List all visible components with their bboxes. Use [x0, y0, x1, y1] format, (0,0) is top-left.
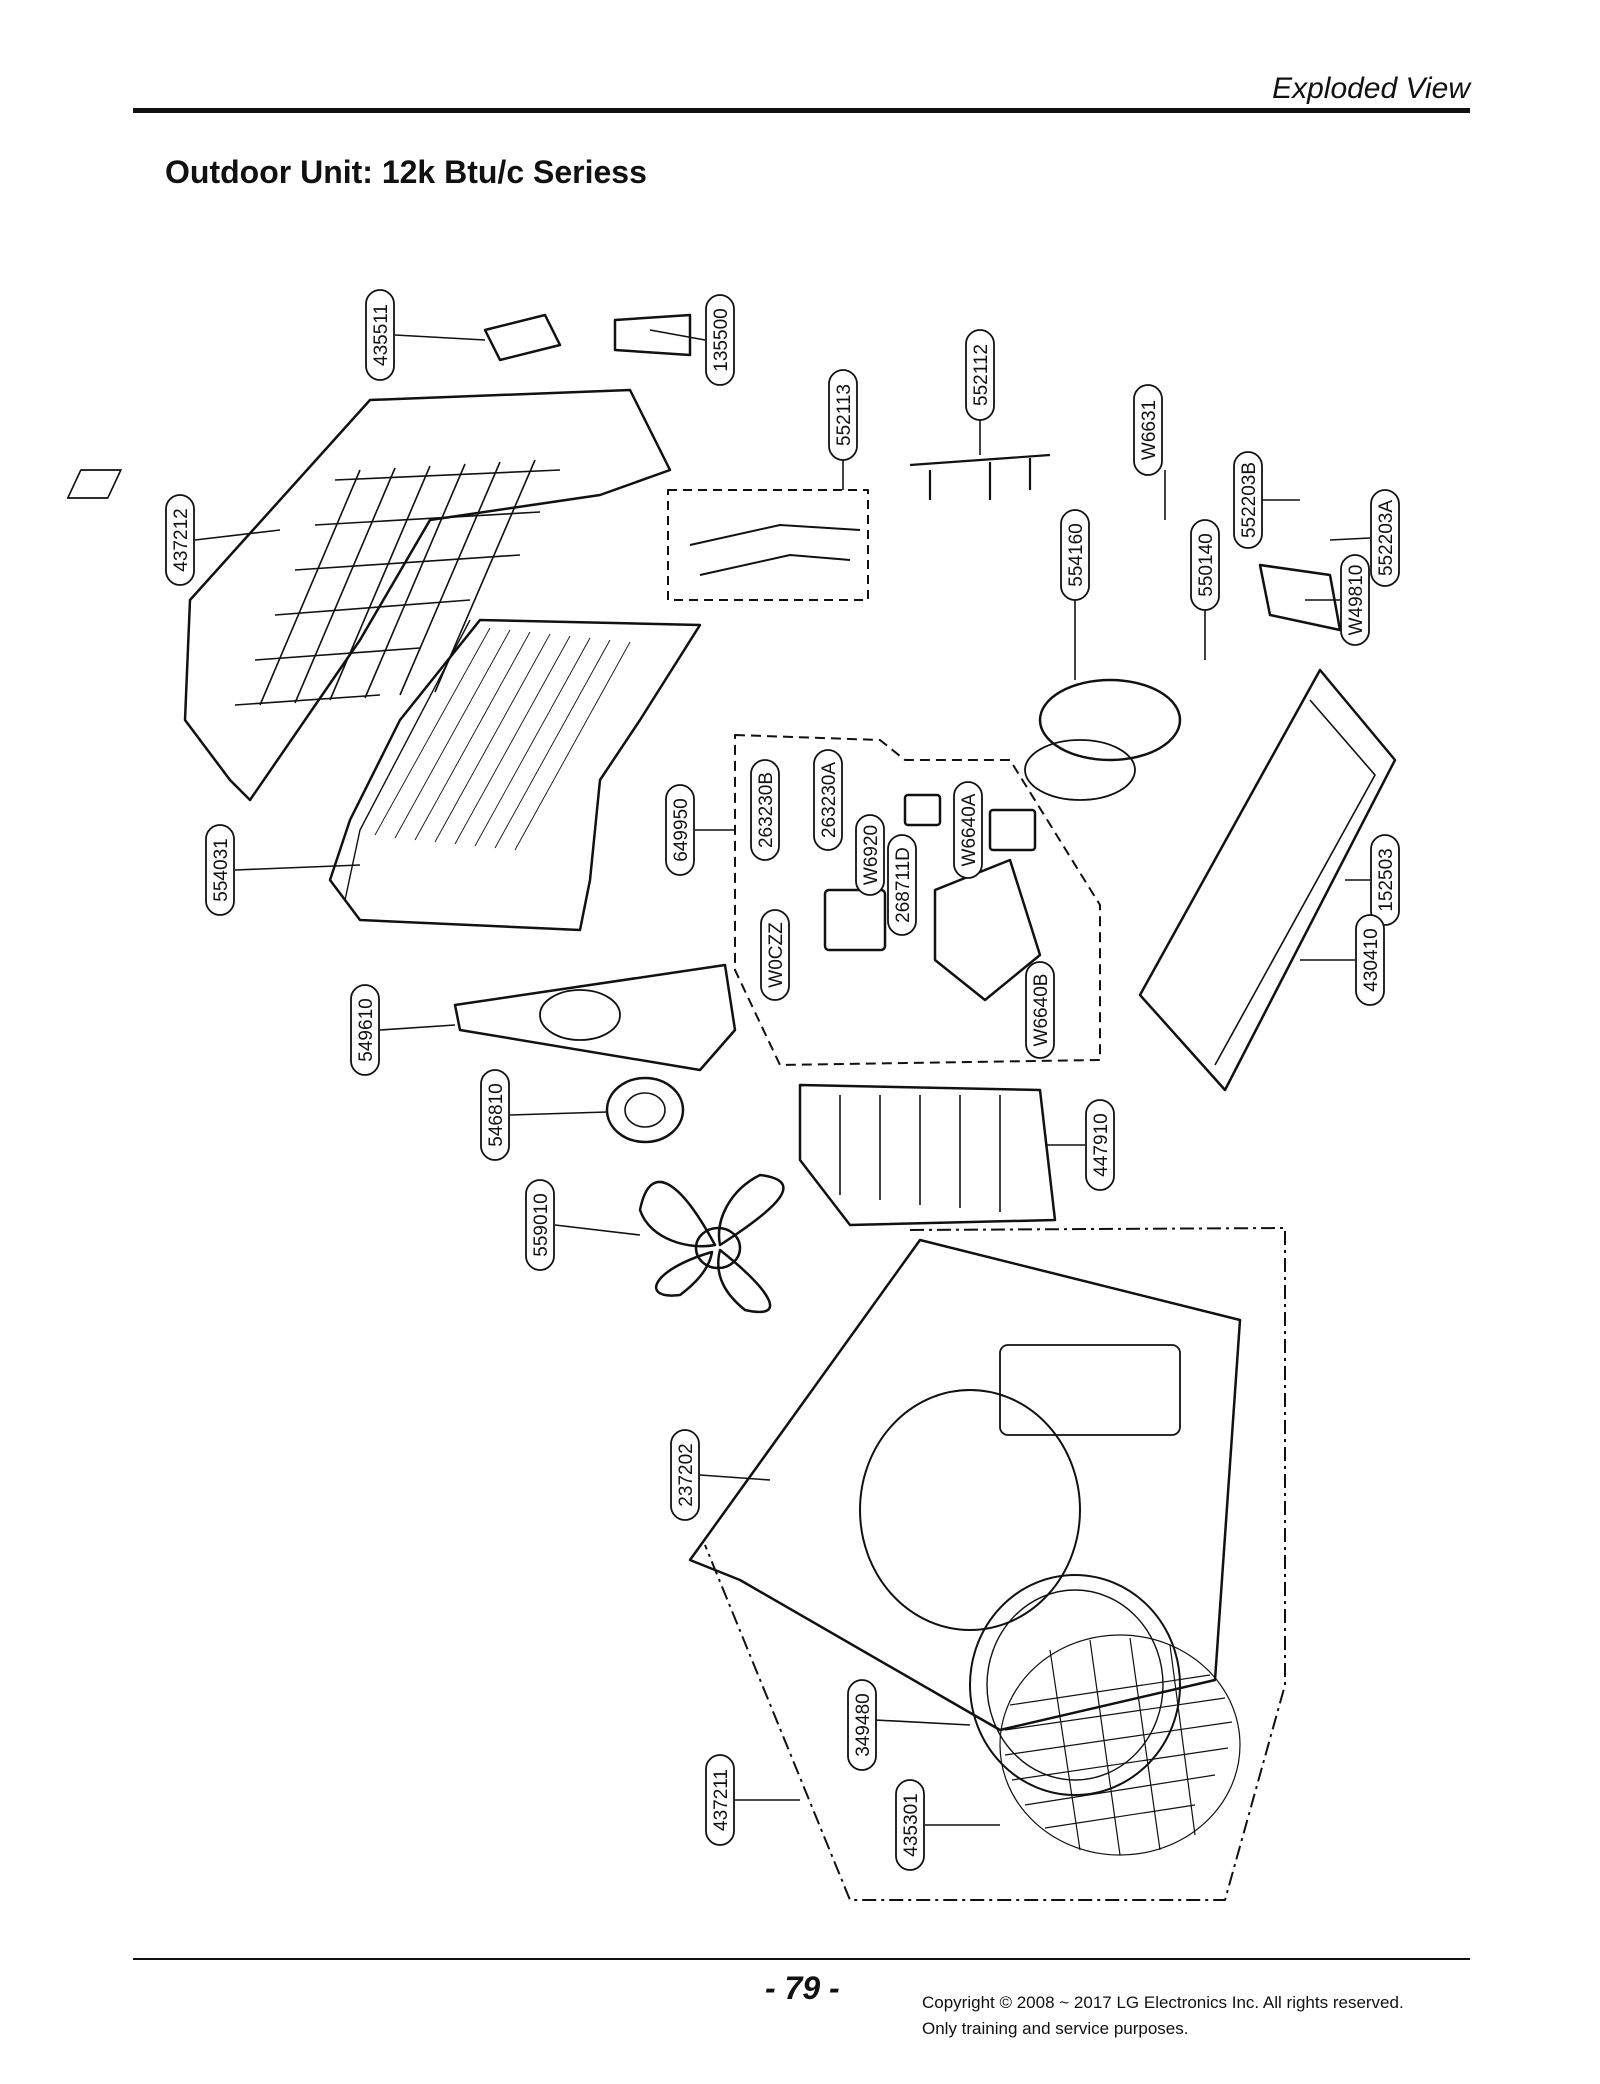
- callout-W6640B: W6640B: [1025, 961, 1055, 1059]
- side-panel: [1138, 668, 1397, 1092]
- reversing-valve-group: [667, 489, 869, 601]
- front-panel-group: [704, 1227, 1286, 1901]
- front-panel: [688, 1238, 1242, 1732]
- fan-motor: [605, 1076, 685, 1144]
- svg-text:268711D: 268711D: [893, 847, 914, 923]
- callout-435301: 435301: [895, 1779, 925, 1871]
- callout-552203A: 552203A: [1370, 489, 1400, 587]
- callout-649950: 649950: [665, 784, 695, 876]
- header-rule: [133, 108, 1470, 113]
- callout-437211: 437211: [705, 1754, 735, 1846]
- callout-W6640A: W6640A: [953, 781, 983, 879]
- svg-text:135500: 135500: [711, 308, 732, 371]
- top-cover-panel: [66, 388, 672, 802]
- copyright-line: Copyright © 2008 ~ 2017 LG Electronics I…: [922, 1993, 1404, 2012]
- control-box: [823, 793, 1042, 1002]
- copyright-notice: Copyright © 2008 ~ 2017 LG Electronics I…: [922, 1990, 1404, 2042]
- callout-W6631: W6631: [1133, 384, 1163, 476]
- callout-349480: 349480: [847, 1679, 877, 1771]
- svg-text:552113: 552113: [834, 384, 855, 446]
- reversing-valve: [689, 524, 861, 576]
- footer-rule: [133, 1958, 1470, 1960]
- fan-guard-ring: [969, 1574, 1181, 1796]
- callout-447910: 447910: [1085, 1099, 1115, 1191]
- svg-text:263230A: 263230A: [819, 762, 840, 838]
- condenser-coil: [328, 618, 702, 932]
- callout-559010: 559010: [525, 1179, 555, 1271]
- svg-text:554031: 554031: [211, 838, 232, 901]
- svg-text:W6640A: W6640A: [959, 793, 980, 866]
- svg-text:435511: 435511: [371, 304, 392, 366]
- discharge-pipe: [909, 453, 1051, 500]
- callout-W6920: W6920: [855, 814, 885, 896]
- svg-text:W6920: W6920: [861, 825, 882, 885]
- page-number: - 79 -: [765, 1970, 840, 2006]
- callout-430410: 430410: [1355, 914, 1385, 1006]
- svg-text:559010: 559010: [531, 1193, 552, 1256]
- callout-554031: 554031: [205, 824, 235, 916]
- callout-W0CZZ: W0CZZ: [760, 909, 790, 1001]
- svg-text:W6640B: W6640B: [1031, 974, 1052, 1047]
- callout-263230A: 263230A: [813, 749, 843, 851]
- svg-text:552112: 552112: [971, 344, 992, 406]
- front-grille: [999, 1634, 1241, 1856]
- callout-W49810: W49810: [1340, 554, 1370, 646]
- propeller-fan: [638, 1173, 785, 1314]
- svg-text:549610: 549610: [356, 998, 377, 1061]
- callout-152503: 152503: [1370, 834, 1400, 926]
- svg-text:237202: 237202: [676, 1443, 697, 1506]
- usage-note: Only training and service purposes.: [922, 2019, 1189, 2038]
- valve-cover: [613, 313, 692, 357]
- page-title: Outdoor Unit: 12k Btu/c Seriess: [165, 154, 647, 190]
- callout-268711D: 268711D: [887, 834, 917, 936]
- callout-263230B: 263230B: [750, 759, 780, 861]
- svg-text:437211: 437211: [711, 1769, 732, 1831]
- svg-text:152503: 152503: [1376, 848, 1397, 911]
- svg-text:430410: 430410: [1361, 928, 1382, 991]
- svg-text:263230B: 263230B: [756, 772, 777, 848]
- terminal-cover: [483, 313, 562, 362]
- leader-lines: [194, 329, 1371, 1826]
- svg-text:W6631: W6631: [1139, 400, 1160, 460]
- callout-437212: 437212: [165, 494, 195, 586]
- motor-bracket: [453, 963, 737, 1072]
- callout-135500: 135500: [705, 294, 735, 386]
- callout-550140: 550140: [1190, 519, 1220, 611]
- svg-text:552203B: 552203B: [1239, 462, 1260, 538]
- svg-text:649950: 649950: [671, 798, 692, 861]
- compressor: [1024, 678, 1182, 801]
- callout-552112: 552112: [965, 329, 995, 421]
- callout-549610: 549610: [350, 984, 380, 1076]
- control-box-group: [734, 734, 1101, 1066]
- svg-text:349480: 349480: [853, 1693, 874, 1756]
- svg-text:W49810: W49810: [1346, 565, 1367, 636]
- valve-plate: [1258, 563, 1342, 632]
- part-callouts: 435511 135500 552113 552112 W6631 552203…: [165, 289, 1400, 1871]
- svg-text:554160: 554160: [1066, 523, 1087, 586]
- base-pan: [798, 1083, 1057, 1227]
- callout-546810: 546810: [480, 1069, 510, 1161]
- svg-text:435301: 435301: [901, 1793, 922, 1856]
- callout-435511: 435511: [365, 289, 395, 381]
- svg-text:W0CZZ: W0CZZ: [766, 922, 787, 988]
- top-cover-grille: [234, 459, 561, 706]
- svg-text:552203A: 552203A: [1376, 500, 1397, 576]
- section-header: Exploded View: [1272, 72, 1470, 105]
- svg-text:447910: 447910: [1091, 1113, 1112, 1176]
- callout-237202: 237202: [670, 1429, 700, 1521]
- svg-text:437212: 437212: [171, 508, 192, 571]
- callout-554160: 554160: [1060, 509, 1090, 601]
- svg-text:550140: 550140: [1196, 533, 1217, 596]
- svg-text:546810: 546810: [486, 1083, 507, 1146]
- callout-552113: 552113: [828, 369, 858, 461]
- callout-552203B: 552203B: [1233, 451, 1263, 549]
